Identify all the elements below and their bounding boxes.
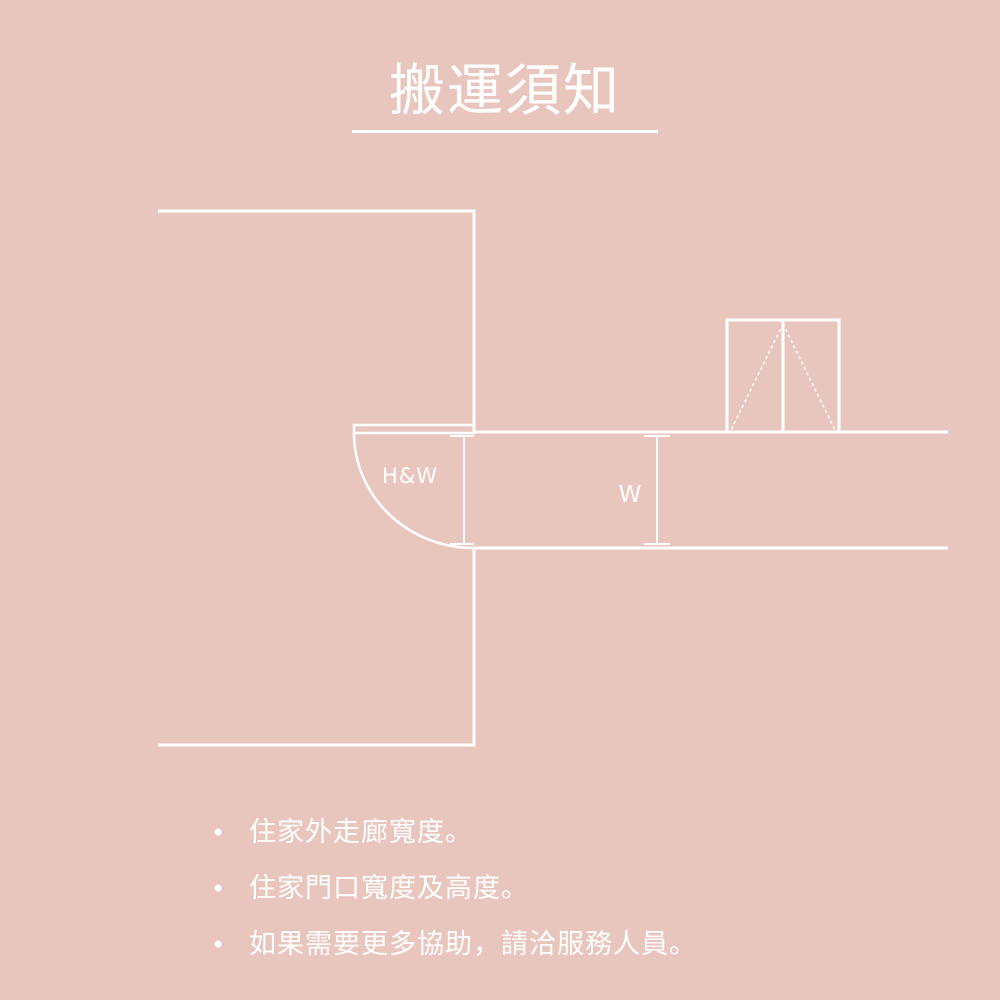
notes-list: • 住家外走廊寬度。 • 住家門口寬度及高度。 • 如果需要更多協助，請洽服務人… [205, 805, 697, 973]
page-title: 搬運須知 [389, 59, 621, 124]
door-frame [352, 423, 476, 435]
note-text: 住家外走廊寬度。 [249, 817, 473, 848]
elevator-dashed-right [782, 323, 836, 431]
bullet-icon: • [211, 819, 227, 847]
elevator-dashed-left [730, 323, 784, 431]
note-text: 如果需要更多協助，請洽服務人員。 [249, 929, 697, 960]
bullet-icon: • [211, 875, 227, 903]
bullet-icon: • [211, 931, 227, 959]
note-text: 住家門口寬度及高度。 [249, 873, 529, 904]
room-wall [158, 209, 476, 432]
corridor-label: W [619, 482, 642, 508]
note-item: • 住家外走廊寬度。 [205, 805, 697, 861]
title-underline [352, 130, 658, 133]
room-wall-lower [158, 548, 476, 747]
door-swing-arc [352, 432, 475, 550]
note-item: • 住家門口寬度及高度。 [205, 861, 697, 917]
note-item: • 如果需要更多協助，請洽服務人員。 [205, 917, 697, 973]
door-label: H&W [382, 464, 438, 488]
